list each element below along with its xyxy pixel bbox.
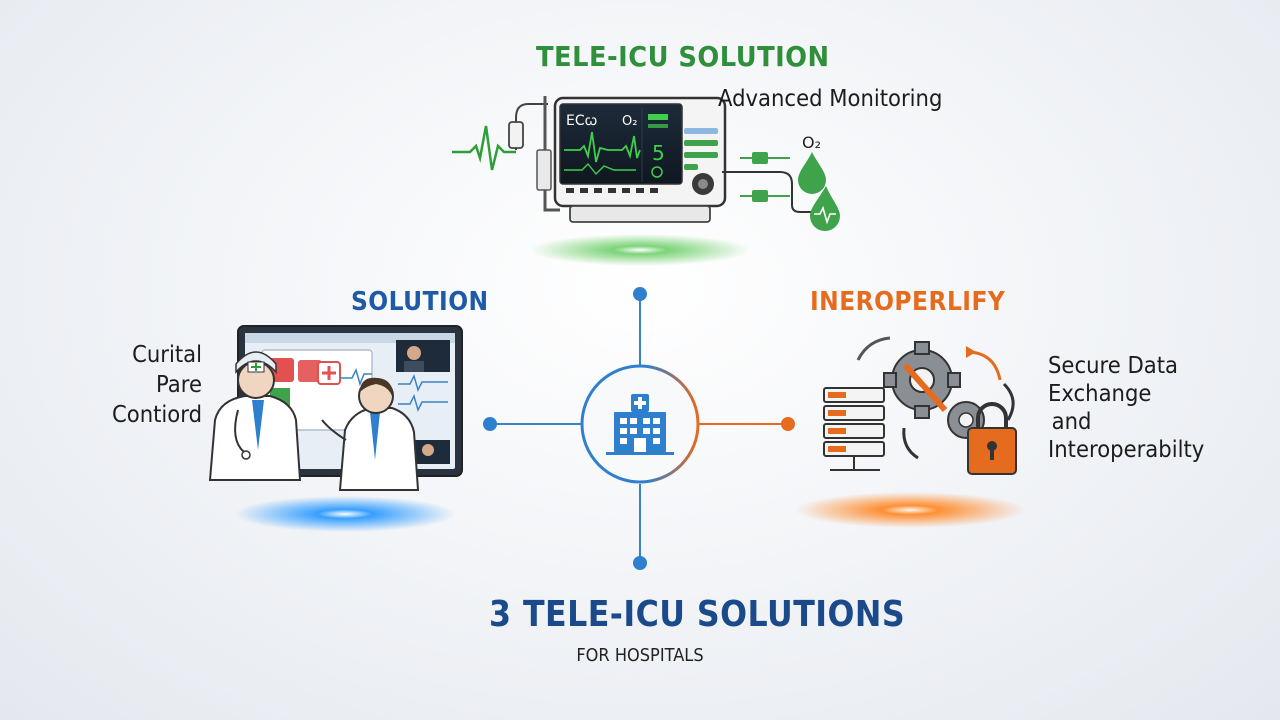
left-text-line2: Contiord <box>111 402 202 428</box>
monitor-o2-label: O₂ <box>622 114 637 129</box>
drop-o2-label: O₂ <box>802 133 821 152</box>
central-hub <box>580 364 700 484</box>
main-subtitle: FOR HOSPITALS <box>576 645 704 666</box>
node-left <box>483 417 497 431</box>
server-icon <box>823 387 885 471</box>
node-top <box>633 287 647 301</box>
monitor-ecg-label: ECꞷ <box>566 113 597 129</box>
green-glow <box>530 234 750 266</box>
connector-lines <box>483 287 795 570</box>
top-title: TELE-ICU SOLUTION <box>536 40 830 73</box>
right-text-line3: and <box>1051 409 1092 435</box>
monitor-value: 5 <box>652 141 665 165</box>
right-title: INEROPERLIFY <box>810 287 1006 317</box>
hospital-icon <box>606 394 674 455</box>
orange-glow <box>795 492 1025 528</box>
refresh-arrow-icon <box>856 336 891 361</box>
right-text-line1: Secure Data <box>1048 353 1179 379</box>
telemedicine-illustration <box>208 325 463 491</box>
blue-glow <box>235 496 455 532</box>
left-description: Curital Pare Contiord <box>88 340 202 430</box>
main-title: 3 TELE-ICU SOLUTIONS <box>489 594 906 635</box>
icu-monitor-illustration: ECꞷ O₂ 5 O₂ <box>452 96 840 231</box>
top-label: Advanced Monitoring <box>718 86 943 112</box>
right-text-line4: Interoperabilty <box>1048 437 1205 463</box>
pulse-drop-icon <box>810 186 840 231</box>
interoperability-illustration <box>823 336 1017 475</box>
left-title: SOLUTION <box>351 287 489 317</box>
o2-drop-icon <box>798 152 826 194</box>
node-bottom <box>633 556 647 570</box>
left-text-line1: Curital Pare <box>132 342 202 398</box>
lock-icon <box>967 402 1017 475</box>
right-description: Secure Data Exchange and Interoperabilty <box>1048 352 1204 464</box>
right-text-line2: Exchange <box>1048 381 1152 407</box>
gear-icon <box>883 341 961 419</box>
node-right <box>781 417 795 431</box>
ecg-wave-icon <box>452 125 516 171</box>
